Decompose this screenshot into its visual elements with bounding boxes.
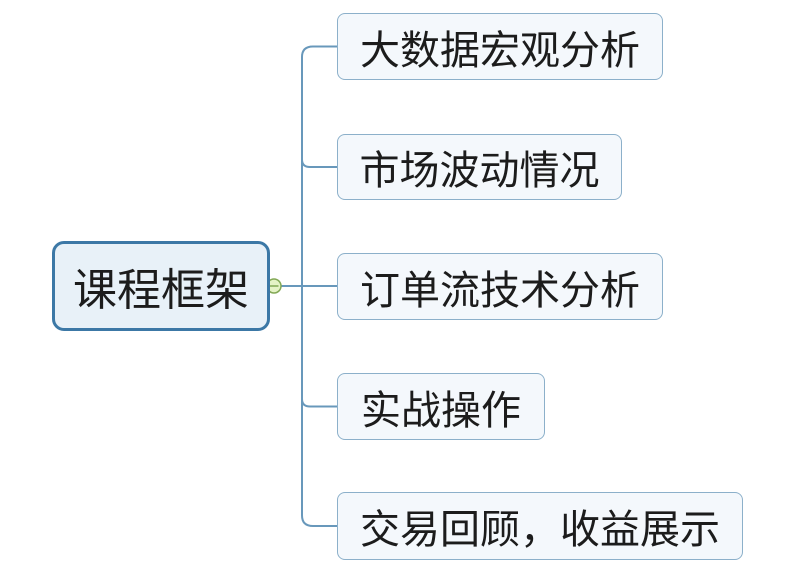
child-node-label: 大数据宏观分析: [360, 27, 640, 73]
root-node-label: 课程框架: [73, 266, 249, 315]
child-node-market-volatility[interactable]: 市场波动情况: [337, 134, 622, 200]
child-node-big-data-macro-analysis[interactable]: 大数据宏观分析: [337, 13, 663, 80]
connector-branch-child-4: [301, 398, 337, 408]
connector-branch-child-2: [301, 159, 337, 168]
child-node-label: 实战操作: [361, 387, 521, 433]
child-node-label: 市场波动情况: [359, 148, 600, 193]
connector-trunk: [301, 45, 337, 527]
child-node-practical-operation[interactable]: 实战操作: [337, 373, 545, 440]
child-node-label: 交易回顾，收益展示: [360, 507, 720, 552]
root-node[interactable]: 课程框架: [52, 241, 270, 331]
child-node-order-flow-analysis[interactable]: 订单流技术分析: [337, 253, 663, 320]
child-node-label: 订单流技术分析: [360, 267, 640, 313]
child-node-trade-review-profit[interactable]: 交易回顾，收益展示: [337, 492, 743, 560]
